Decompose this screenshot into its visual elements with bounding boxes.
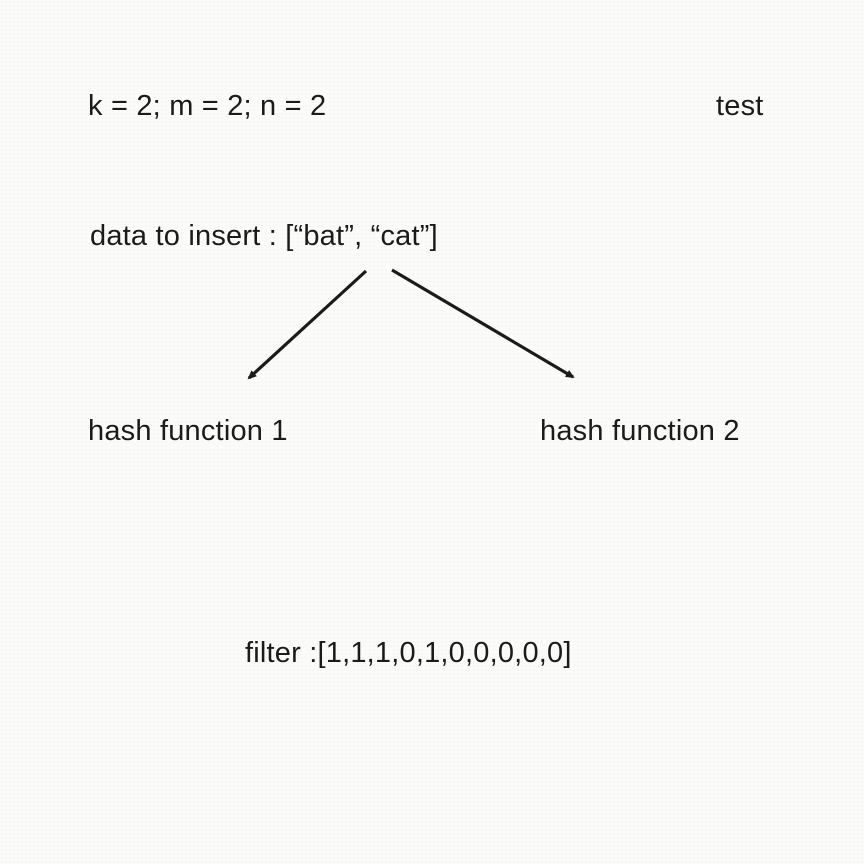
arrow-to-hash-function-1-icon [247, 269, 368, 380]
hash-function-1-label: hash function 1 [88, 415, 288, 447]
parameters-text: k = 2; m = 2; n = 2 [88, 90, 327, 122]
test-label: test [716, 90, 764, 122]
arrow-to-hash-function-2-icon [391, 268, 575, 379]
data-to-insert-text: data to insert : [“bat”, “cat”] [90, 220, 438, 252]
hash-function-2-label: hash function 2 [540, 415, 740, 447]
filter-array-text: filter :[1,1,1,0,1,0,0,0,0,0] [245, 637, 572, 669]
